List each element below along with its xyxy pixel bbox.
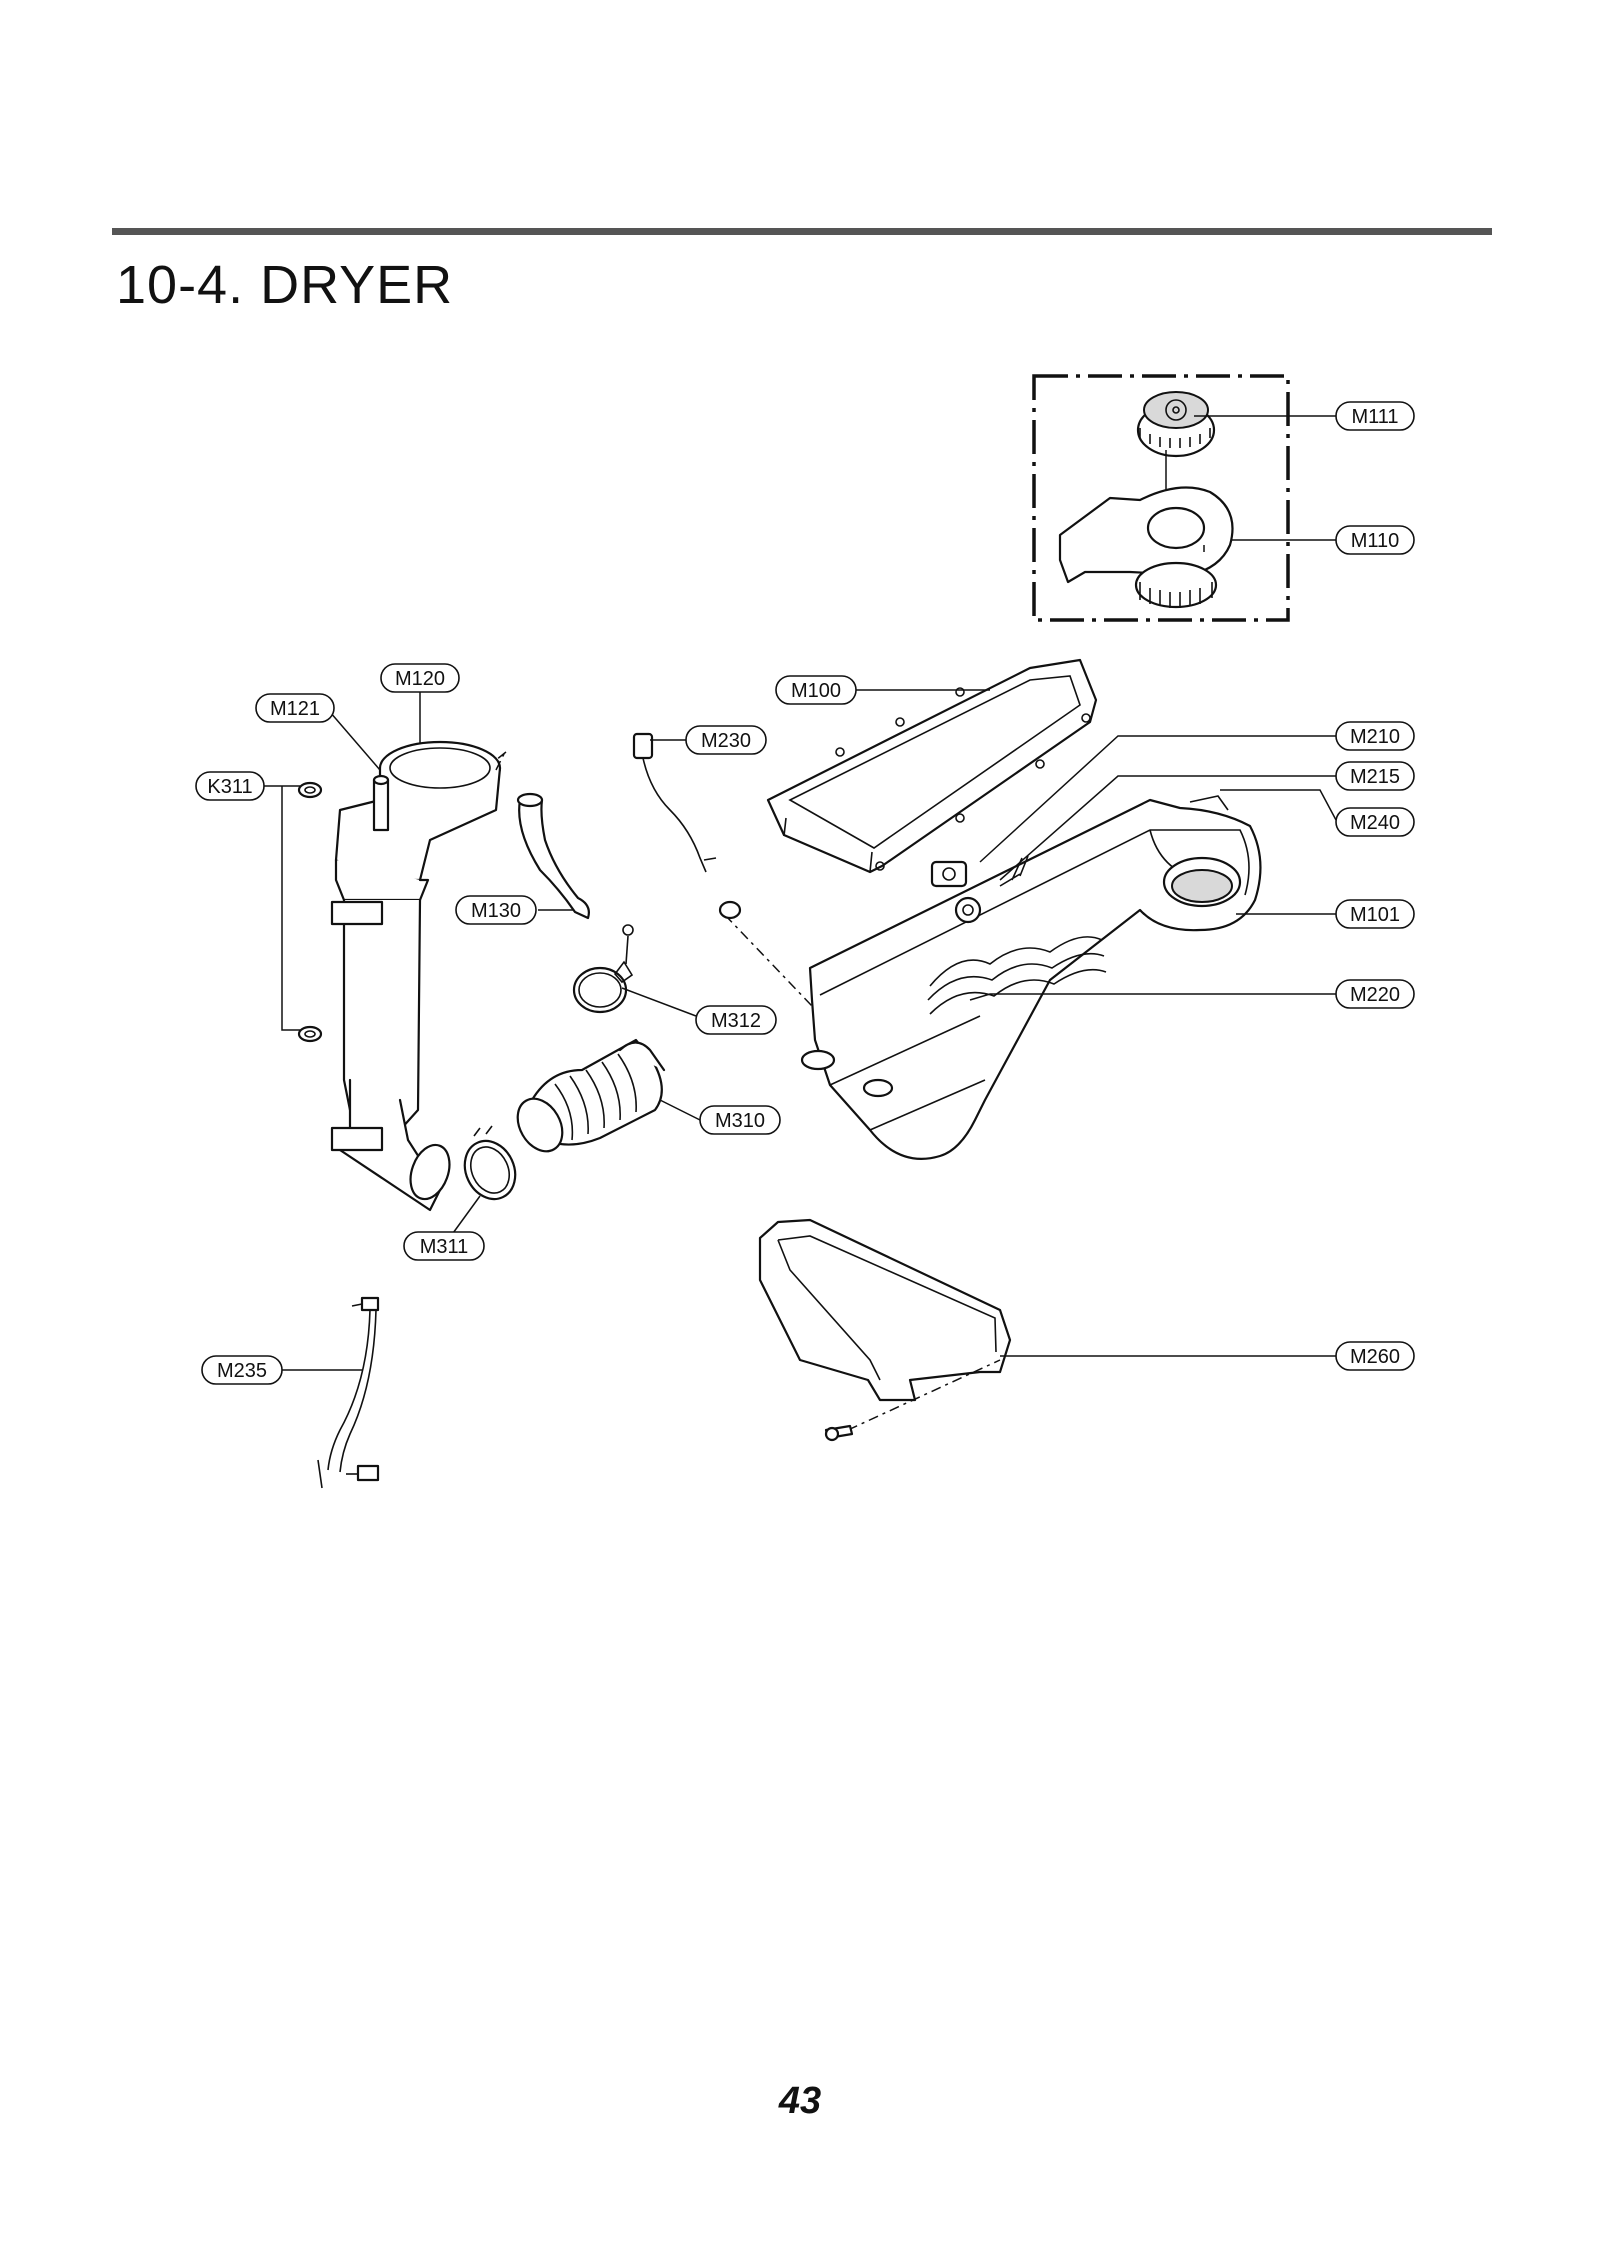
detail-inset-frame — [1032, 374, 1290, 622]
leader-M310 — [659, 1099, 701, 1121]
callout-M111: M111 — [1335, 401, 1415, 431]
condenser-duct-part — [330, 740, 507, 1212]
leader-M121 — [329, 711, 381, 771]
leader-M215 — [999, 775, 1336, 881]
callout-label: M121 — [270, 698, 320, 720]
callout-K311: K311 — [195, 771, 265, 801]
callout-label: M215 — [1350, 766, 1400, 788]
hose-clamp-part — [572, 924, 634, 1014]
callout-label: M110 — [1351, 530, 1400, 552]
fan-motor-part — [1136, 391, 1216, 490]
leader-M240 — [1220, 789, 1337, 821]
callout-label: M100 — [791, 680, 841, 702]
callout-M100: M100 — [775, 675, 857, 705]
callout-M230: M230 — [685, 725, 767, 755]
callout-M121: M121 — [255, 693, 335, 723]
callout-label: M240 — [1350, 812, 1400, 834]
callout-label: M230 — [701, 730, 751, 752]
bellows-hose-part — [516, 1038, 666, 1153]
drain-hose-part — [516, 792, 590, 920]
callout-label: M101 — [1350, 904, 1400, 926]
support-bracket-part — [758, 1218, 1012, 1442]
callout-label: M130 — [471, 900, 521, 922]
callout-label: M220 — [1350, 984, 1400, 1006]
callout-M235: M235 — [201, 1355, 283, 1385]
callout-label: K311 — [207, 776, 252, 798]
callout-label: M310 — [715, 1110, 765, 1132]
thermistor-part — [632, 732, 813, 1007]
callout-M240: M240 — [1335, 807, 1415, 837]
duct-body-part — [800, 795, 1262, 1160]
callout-M312: M312 — [695, 1005, 777, 1035]
callout-M311: M311 — [403, 1231, 485, 1261]
callout-label: M312 — [711, 1010, 761, 1032]
callout-label: M210 — [1350, 726, 1400, 748]
callout-M110: M110 — [1335, 525, 1415, 555]
callout-M130: M130 — [455, 895, 537, 925]
clamp-ring-part — [463, 1125, 517, 1201]
header-rule — [112, 228, 1492, 235]
callout-M260: M260 — [1335, 1341, 1415, 1371]
page-number: 43 — [778, 2080, 822, 2122]
page-title: 10-4. DRYER — [116, 255, 454, 315]
leader-M210 — [979, 735, 1336, 863]
leader-M312 — [621, 987, 697, 1017]
callout-M215: M215 — [1335, 761, 1415, 791]
thermostat-part — [930, 860, 968, 888]
callout-label: M111 — [1351, 406, 1398, 428]
callout-label: M311 — [420, 1236, 469, 1258]
callout-label: M120 — [395, 668, 445, 690]
callout-M120: M120 — [380, 663, 460, 693]
leader-M220 — [969, 993, 1336, 1001]
gasket-part — [262, 781, 323, 1043]
wire-harness-part — [317, 1296, 380, 1489]
callout-M210: M210 — [1335, 721, 1415, 751]
callout-label: M260 — [1350, 1346, 1400, 1368]
callout-M101: M101 — [1335, 899, 1415, 929]
duct-cover-part — [766, 658, 1098, 874]
callout-M310: M310 — [699, 1105, 781, 1135]
fan-housing-part — [1058, 486, 1234, 609]
callout-label: M235 — [217, 1360, 267, 1382]
callout-M220: M220 — [1335, 979, 1415, 1009]
